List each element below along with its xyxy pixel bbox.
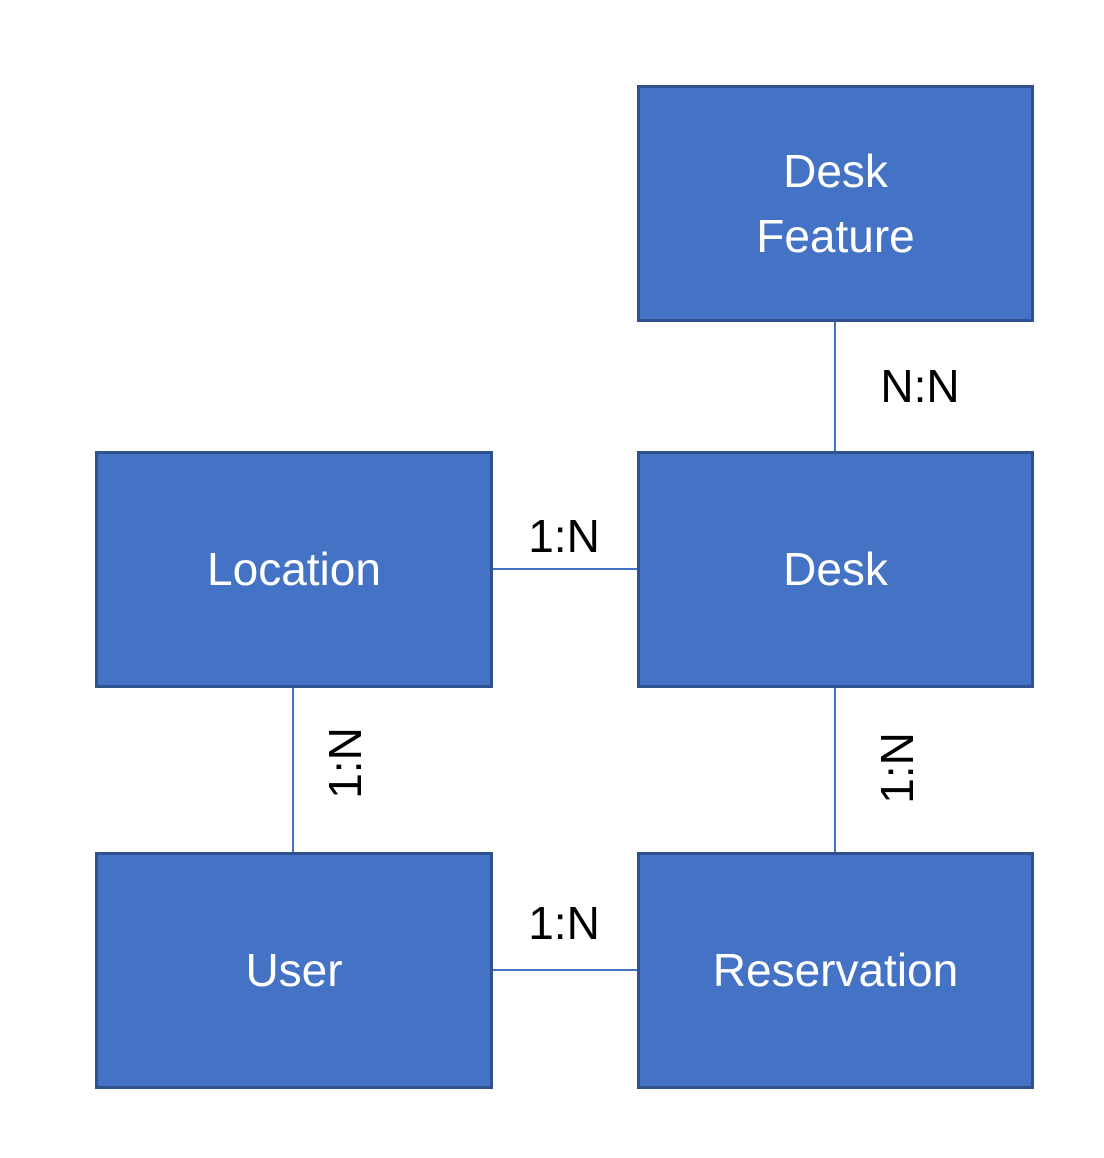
entity-desk: Desk — [637, 451, 1034, 688]
cardinality-label-user-reservation: 1:N — [528, 897, 600, 949]
connector-location-desk — [493, 568, 637, 570]
entity-location: Location — [95, 451, 493, 688]
cardinality-label-desk-reservation: 1:N — [871, 732, 923, 804]
entity-user-label: User — [245, 944, 343, 997]
entity-desk-feature-label: Desk Feature — [756, 145, 915, 262]
connector-desk-reservation — [834, 688, 836, 852]
entity-reservation-label: Reservation — [712, 944, 959, 997]
cardinality-label-location-desk: 1:N — [528, 510, 600, 562]
connector-location-user — [292, 688, 294, 852]
cardinality-label-deskfeature-desk: N:N — [880, 360, 960, 412]
entity-user: User — [95, 852, 493, 1089]
entity-desk-feature: Desk Feature — [637, 85, 1034, 322]
entity-reservation: Reservation — [637, 852, 1034, 1089]
connector-user-reservation — [493, 969, 637, 971]
entity-location-label: Location — [207, 543, 381, 596]
entity-desk-label: Desk — [783, 543, 888, 596]
cardinality-label-location-user: 1:N — [319, 727, 371, 799]
connector-deskfeature-desk — [834, 322, 836, 451]
